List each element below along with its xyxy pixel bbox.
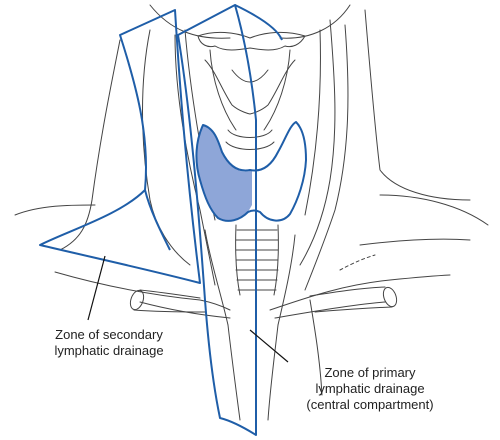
sternocleido-left <box>174 34 216 286</box>
carotid-left <box>204 229 229 326</box>
sternocleido-right-2 <box>304 29 321 216</box>
neck-anatomy-lines <box>14 4 489 421</box>
sternocleido-right <box>304 24 349 291</box>
neck-contour-left-outer <box>59 39 121 251</box>
neck-contour-right-outer <box>364 9 471 201</box>
shoulder-right <box>379 194 489 226</box>
secondary-zone-label-line1: Zone of secondary <box>55 327 163 342</box>
shoulder-right-2 <box>359 238 471 246</box>
carotid-right <box>277 234 296 326</box>
clavicle-right-dashed <box>339 254 376 271</box>
vessel-left-lower <box>227 324 241 421</box>
central-zone-outline <box>177 4 257 436</box>
subclavian-vessel-right-body <box>309 286 393 313</box>
larynx-outline <box>209 49 291 131</box>
subclavian-vessel-left <box>129 289 145 311</box>
primary-zone-label-line3: (central compartment) <box>306 397 434 412</box>
lymphatic-zones <box>39 4 283 436</box>
secondary-zone-label: Zone of secondary lymphatic drainage <box>30 327 188 359</box>
clavicle-right <box>269 274 451 311</box>
primary-zone-leader-line <box>249 329 289 363</box>
secondary-zone-leader-line <box>87 255 106 321</box>
central-zone-right-edge <box>234 4 283 41</box>
thyroid-gland-outline <box>195 121 307 222</box>
secondary-zone-fold <box>144 189 171 251</box>
hyoid-bone <box>197 31 306 51</box>
subclavian-vessel-right <box>382 286 398 308</box>
thyroid-cartilage <box>204 59 296 115</box>
neck-contour-left-inner <box>142 29 191 266</box>
primary-zone-label-line1: Zone of primary <box>324 365 416 380</box>
thyroid-left-lobe-highlight <box>196 125 252 221</box>
thyroid-cartilage-notch <box>231 69 269 83</box>
subclavian-vessel-left-body <box>133 289 206 313</box>
clavicle-left <box>54 271 231 311</box>
secondary-zone-label-line2: lymphatic drainage <box>54 343 164 358</box>
primary-zone-label: Zone of primary lymphatic drainage (cent… <box>282 365 458 413</box>
clavicle-right-lower <box>274 301 386 319</box>
neck-contour-right-inner <box>299 19 336 266</box>
shoulder-left <box>14 204 96 216</box>
vessel-right-far <box>309 299 323 396</box>
cricoid-cartilage <box>225 129 275 150</box>
secondary-zone-outline <box>39 9 201 284</box>
primary-zone-label-line2: lymphatic drainage <box>315 381 425 396</box>
vessel-right-lower <box>267 324 279 421</box>
